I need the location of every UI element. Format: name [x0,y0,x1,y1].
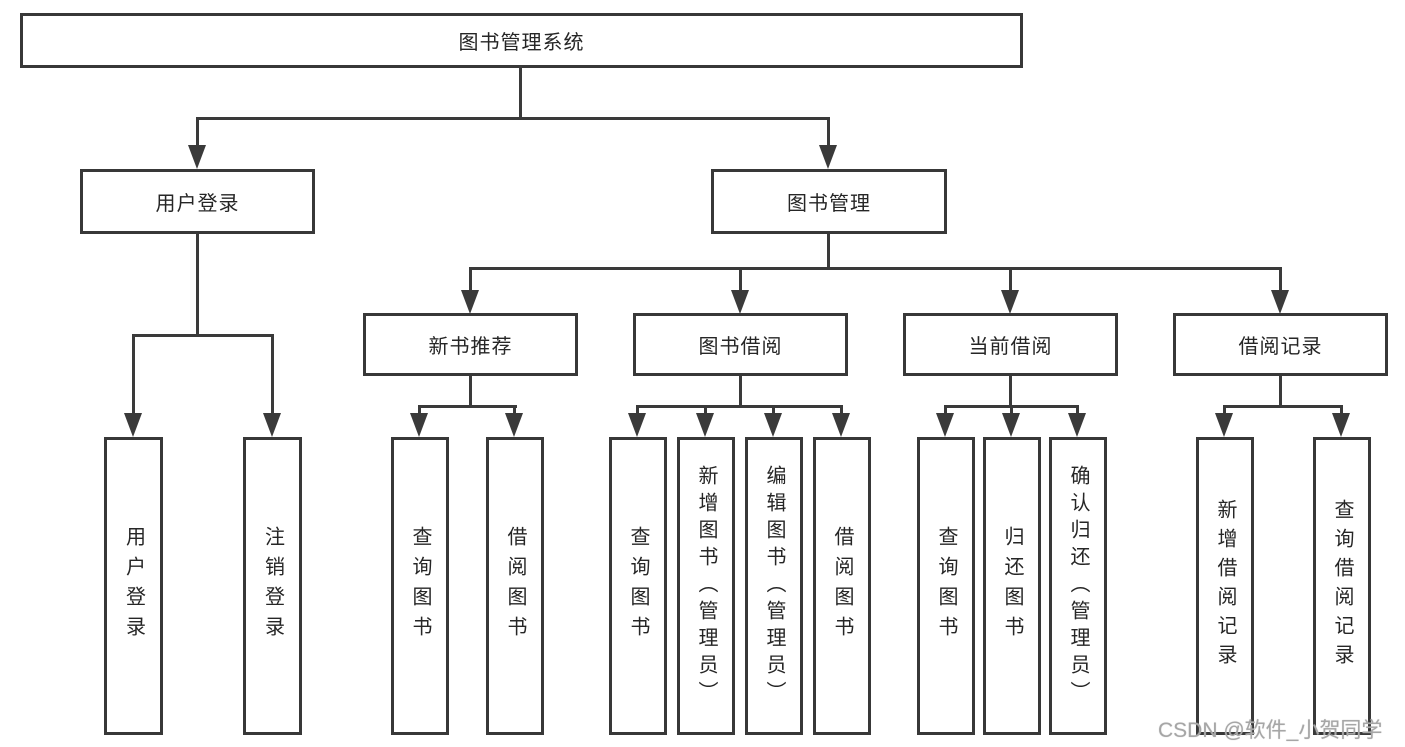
connector-stem [469,376,472,408]
connector-stem [1009,267,1012,293]
node-book-management: 图书管理 [711,169,947,234]
csdn-watermark: CSDN @软件_小贺同学 [1158,719,1383,742]
connector-book-mgmt-stem [827,234,830,270]
connector-bus [418,405,517,408]
arrow-down-icon [124,413,142,437]
connector-stem [739,376,742,408]
node-borrow-books-recommend: 借阅图书 [486,437,544,735]
node-confirm-return-admin: 确认归还（管理员） [1049,437,1107,735]
arrow-down-icon [188,145,206,169]
connector-stem [840,405,843,417]
arrow-down-icon [263,413,281,437]
node-user-login-label: 用户登录 [155,193,240,215]
arrow-down-icon [1068,413,1086,437]
node-root-label: 图书管理系统 [458,32,585,54]
arrow-down-icon [1271,290,1289,314]
leaf-label: 归还图书 [1001,526,1023,646]
node-book-borrow-label: 图书借阅 [698,336,783,358]
connector-bus [636,405,843,408]
connector-user-login-stem [196,234,199,337]
arrow-down-icon [731,290,749,314]
connector-stem [739,267,742,293]
connector-stem [469,267,472,293]
node-book-management-label: 图书管理 [787,193,871,215]
connector-stem [1279,267,1282,293]
leaf-label: 编辑图书（管理员） [763,464,785,708]
connector-stem [1009,376,1012,408]
connector-root-bus [196,117,830,120]
node-new-book-recommend: 新书推荐 [363,313,578,376]
connector-stem [132,334,135,416]
leaf-label: 新增图书（管理员） [695,464,717,708]
connector-book-mgmt-bus [469,267,1282,270]
arrow-down-icon [764,413,782,437]
leaf-label: 用户登录 [122,526,145,646]
node-book-borrow: 图书借阅 [633,313,848,376]
arrow-down-icon [505,413,523,437]
connector-stem [1076,405,1079,417]
leaf-label: 查询借阅记录 [1331,499,1353,673]
node-edit-books-admin: 编辑图书（管理员） [745,437,803,735]
leaf-label: 借阅图书 [831,526,853,646]
arrow-down-icon [936,413,954,437]
node-add-borrow-record: 新增借阅记录 [1196,437,1254,735]
node-borrow-records: 借阅记录 [1173,313,1388,376]
arrow-down-icon [1001,290,1019,314]
node-current-borrow-label: 当前借阅 [968,336,1053,358]
connector-stem [636,405,639,417]
connector-stem [418,405,421,417]
node-borrow-books-leaf: 借阅图书 [813,437,871,735]
node-new-book-recommend-label: 新书推荐 [428,336,513,358]
connector-stem [1010,405,1013,417]
node-root: 图书管理系统 [20,13,1023,68]
node-query-books-current: 查询图书 [917,437,975,735]
node-borrow-records-label: 借阅记录 [1238,336,1323,358]
node-user-login-leaf: 用户登录 [104,437,163,735]
arrow-down-icon [1215,413,1233,437]
arrow-down-icon [819,145,837,169]
connector-stem [1223,405,1226,417]
connector-stem [271,334,274,416]
connector-user-login-bus [132,334,273,337]
arrow-down-icon [1002,413,1020,437]
connector-stem [1340,405,1343,417]
connector-stem [196,117,199,148]
arrow-down-icon [410,413,428,437]
leaf-label: 查询图书 [409,526,431,646]
node-query-books-recommend: 查询图书 [391,437,449,735]
connector-bus [1223,405,1343,408]
node-add-books-admin: 新增图书（管理员） [677,437,735,735]
leaf-label: 借阅图书 [504,526,526,646]
leaf-label: 查询图书 [935,526,957,646]
connector-root-stem [519,66,522,120]
leaf-label: 查询图书 [627,526,649,646]
leaf-label: 新增借阅记录 [1214,499,1236,673]
connector-stem [704,405,707,417]
connector-stem [513,405,516,417]
arrow-down-icon [696,413,714,437]
node-current-borrow: 当前借阅 [903,313,1118,376]
node-user-login: 用户登录 [80,169,315,234]
node-query-books-borrow: 查询图书 [609,437,667,735]
connector-stem [944,405,947,417]
arrow-down-icon [832,413,850,437]
node-logout-leaf: 注销登录 [243,437,302,735]
leaf-label: 注销登录 [261,526,284,646]
arrow-down-icon [1332,413,1350,437]
node-query-borrow-record: 查询借阅记录 [1313,437,1371,735]
connector-stem [772,405,775,417]
connector-stem [1279,376,1282,408]
node-return-books: 归还图书 [983,437,1041,735]
arrow-down-icon [461,290,479,314]
arrow-down-icon [628,413,646,437]
connector-stem [827,117,830,148]
leaf-label: 确认归还（管理员） [1067,464,1089,708]
